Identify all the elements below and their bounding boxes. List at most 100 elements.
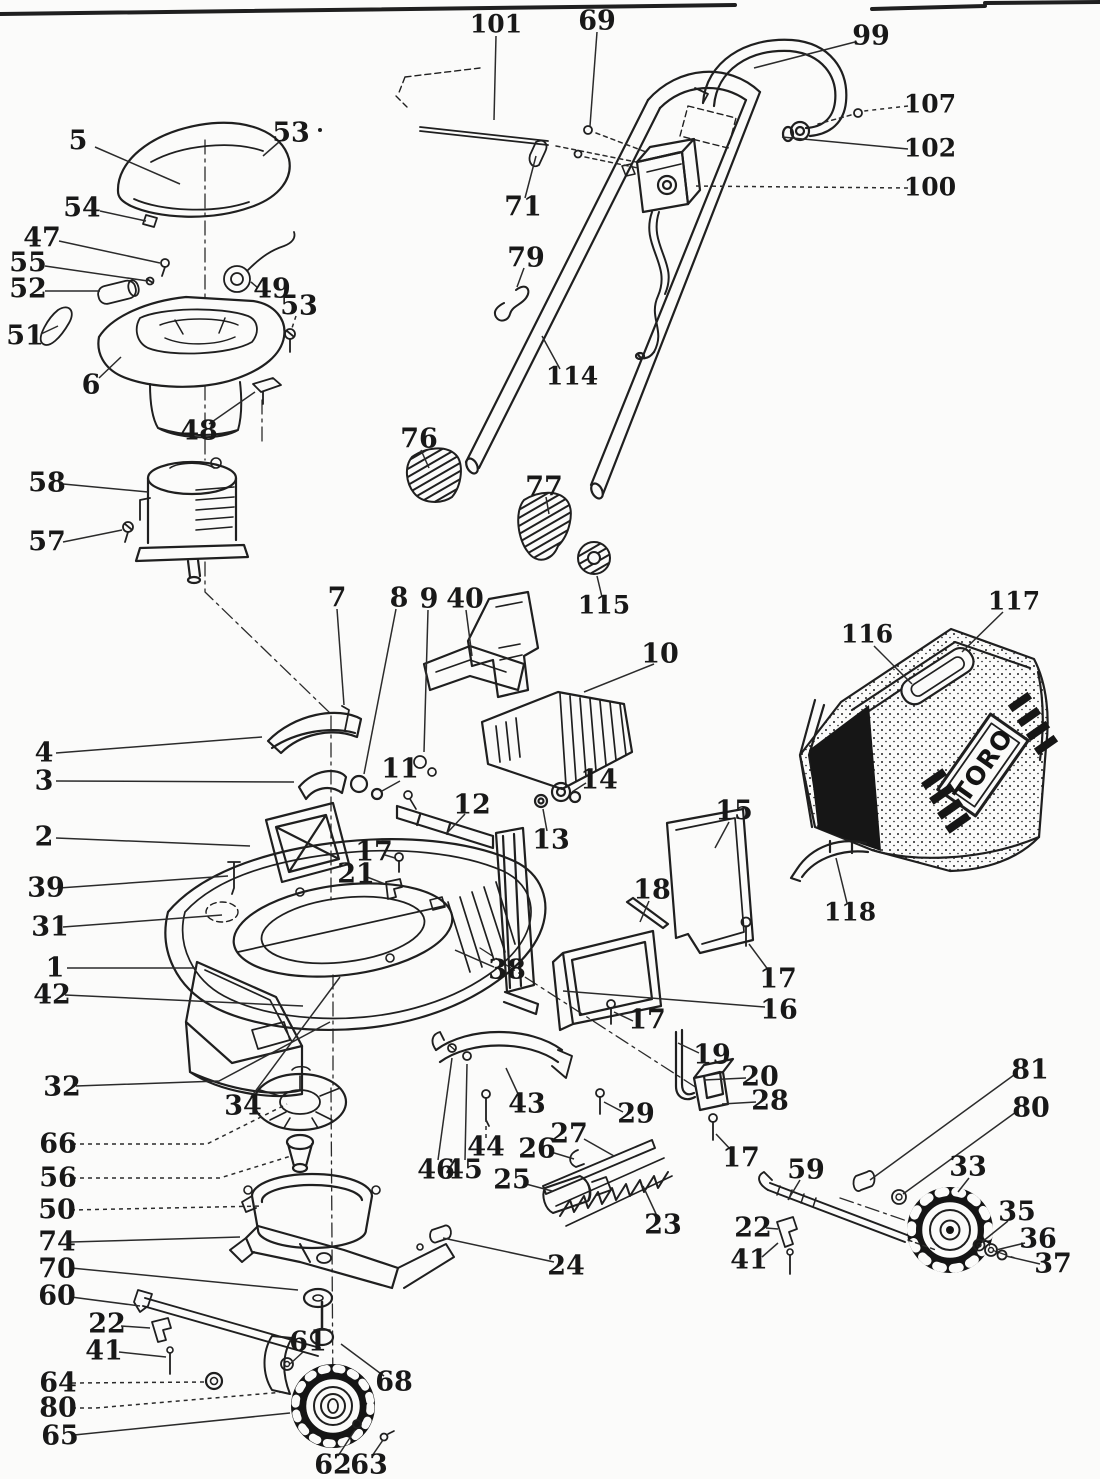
switch-box [621,137,702,361]
diagram-line [435,659,507,673]
diagram-line [291,1162,309,1174]
diagram-line [146,460,238,496]
leader-line-71 [524,155,537,199]
part-label-6: 6 [82,370,101,401]
leader-line-79 [516,267,525,288]
diagram-line [134,543,250,563]
diagram-line [186,558,202,579]
diagram-line [555,1157,673,1227]
part-label-4: 4 [35,738,54,769]
leader-line-24 [442,1237,555,1263]
leader-line-34 [250,976,341,1098]
diagram-line [447,881,516,973]
part-label-41: 41 [85,1336,123,1367]
diagram-line [385,953,395,963]
diagram-line [127,279,140,297]
ferrule-81 [852,1170,876,1192]
diagram-line [164,838,547,1032]
diagram-line [644,151,682,173]
diagram-line [195,486,235,531]
leader-line-58 [62,483,149,493]
leader-line-74 [70,1236,241,1243]
leader-line-23 [642,1185,658,1217]
part-label-9: 9 [420,584,439,615]
leader-line-12 [446,813,466,834]
washer-80 [891,1189,907,1205]
leader-line-31 [62,914,223,928]
part-label-52: 52 [9,274,47,305]
leader-line-76 [420,449,430,469]
diagram-line [495,693,627,787]
part-label-79: 79 [507,243,545,274]
part-label-47: 47 [23,223,61,254]
diagram-line [636,350,656,360]
handle-bracket [431,1030,573,1127]
screw-69 [583,125,593,135]
leader-line-4 [55,736,263,754]
part-label-62: 62 [314,1450,352,1479]
part-label-101: 101 [470,10,522,39]
part-label-36: 36 [1019,1224,1057,1255]
diagram-line [395,67,481,108]
diagram-line [1025,720,1051,742]
wire-49 [247,231,296,271]
clamp-71 [528,139,548,168]
part-label-16: 16 [760,995,798,1026]
leader-line-101 [493,35,497,121]
diagram-line [537,797,545,805]
bolt-17c [606,999,616,1009]
clip-48 [252,377,282,405]
diagram-line [1033,734,1059,756]
part-label-117: 117 [988,587,1040,616]
leader-line-17 [613,1011,634,1022]
diagram-line [929,1209,971,1251]
diagram-line [555,145,637,163]
rail-12 [395,804,495,850]
part-label-100: 100 [904,173,956,202]
diagram-line [464,98,662,470]
left-wheel [133,1289,395,1448]
leader-line-80 [902,1111,1017,1195]
diagram-line [939,1219,961,1241]
bolt-17d [708,1113,718,1123]
diagram-line [568,790,582,804]
leader-line-60 [70,1296,141,1307]
deck-pad [205,901,239,923]
bag-opening [809,705,881,851]
leader-line-55 [44,265,149,282]
part-label-63: 63 [350,1450,388,1479]
diagram-line [929,783,955,805]
plate-3 [297,769,348,801]
handle-decal-outline [679,105,737,149]
leader-line-43 [505,1067,520,1097]
impeller-66 [252,1072,348,1132]
leader-line-17 [715,1133,732,1151]
diagram-line [895,1193,903,1201]
part-label-81: 81 [1011,1055,1049,1086]
diagram-line [286,330,294,353]
part-label-15: 15 [715,796,753,827]
leader-line-18 [639,900,650,923]
part-label-53: 53 [280,291,318,322]
diagram-line [634,351,646,361]
diagram-line [945,722,1021,808]
part-label-22: 22 [734,1213,772,1244]
leader-line-77 [545,496,550,515]
leader-line-53 [262,141,280,157]
part-label-116: 116 [841,620,893,649]
nail-39 [227,861,241,895]
part-label-21: 21 [337,859,375,890]
pin-44 [481,1089,491,1099]
diagram-line [661,179,673,191]
diagram-line [210,457,222,469]
leader-line-9 [423,609,429,753]
diagram-line [181,849,532,1020]
leader-line-46 [437,1057,453,1161]
rod-19 [674,1028,697,1101]
diagram-line [907,1187,993,1273]
washer-9a [413,755,427,769]
leader-line-32 [75,1021,331,1087]
diagram-line [555,786,567,798]
part-label-27: 27 [550,1119,588,1150]
diagram-line [1007,691,1033,713]
